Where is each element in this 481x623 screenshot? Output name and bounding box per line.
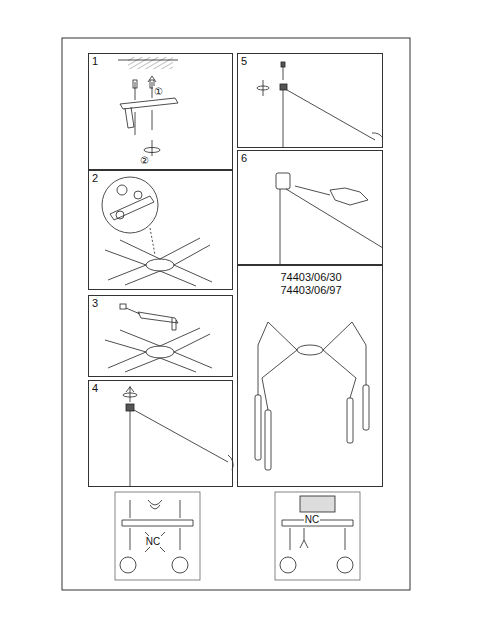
model-code: 74403/06/30 — [280, 271, 341, 284]
step-number: 2 — [92, 172, 98, 184]
step-number: 5 — [241, 55, 247, 67]
model-code: 74403/06/97 — [280, 284, 341, 297]
callout-number: ① — [153, 86, 164, 97]
step-panel: 2 — [88, 170, 233, 290]
step-panel: 74403/06/3074403/06/97 — [237, 265, 383, 487]
step-panel: 4 — [88, 380, 233, 487]
step-panel: 5 — [237, 53, 383, 148]
step-number: 4 — [92, 382, 98, 394]
step-panel: 1 — [88, 53, 233, 170]
step-panel: 6 — [237, 150, 383, 265]
step-panel: 3 — [88, 295, 233, 377]
step-number: 1 — [92, 55, 98, 67]
step-number: 3 — [92, 297, 98, 309]
nc-mark: NC — [304, 514, 320, 525]
step-number: 6 — [241, 152, 247, 164]
nc-mark: NC — [145, 536, 161, 547]
callout-number: ② — [139, 155, 150, 166]
